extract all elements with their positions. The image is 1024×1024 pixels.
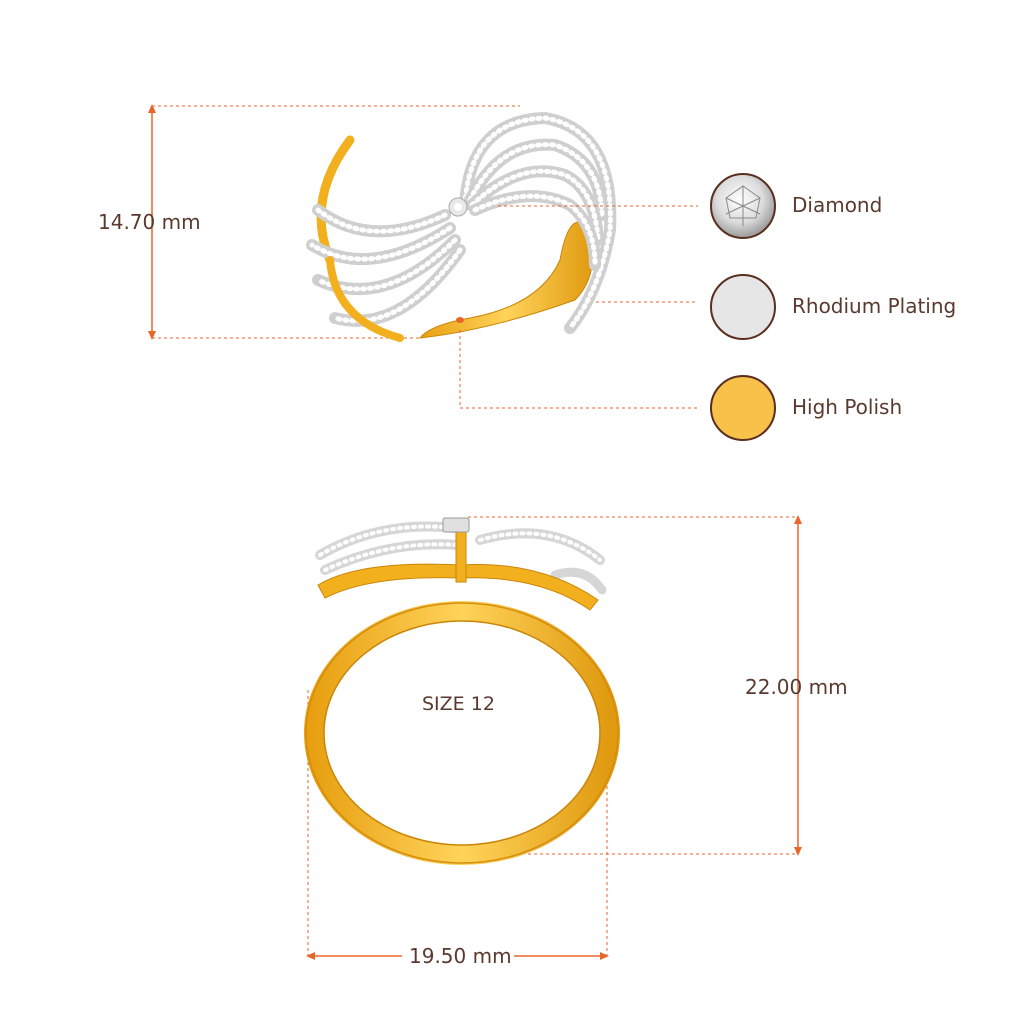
legend-swatch-diamond xyxy=(710,173,776,239)
top-height-dimension xyxy=(148,104,520,340)
legend-swatch-rhodium xyxy=(710,274,776,340)
legend-swatch-polish xyxy=(710,375,776,441)
ring-top-view xyxy=(306,111,617,342)
front-width-label: 19.50 mm xyxy=(409,944,512,968)
front-height-label: 22.00 mm xyxy=(745,675,848,699)
legend-label-diamond: Diamond xyxy=(792,193,883,217)
top-height-label: 14.70 mm xyxy=(98,210,201,234)
legend-leaders xyxy=(459,205,698,409)
ring-front-view xyxy=(304,517,620,865)
legend-label-polish: High Polish xyxy=(792,395,903,419)
size-label: SIZE 12 xyxy=(422,693,495,715)
legend-label-rhodium: Rhodium Plating xyxy=(792,294,957,318)
